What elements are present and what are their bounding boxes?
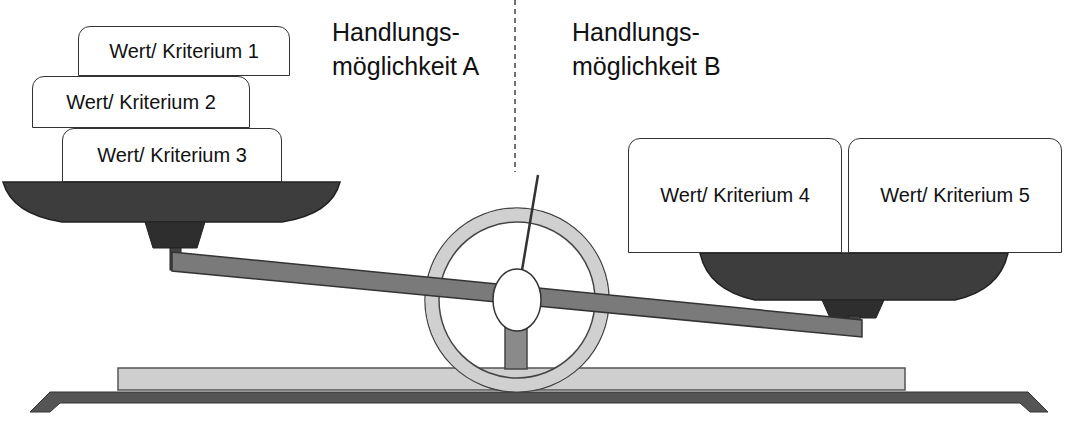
criterion-weight: Wert/ Kriterium 1 [78, 26, 290, 76]
option-label: Handlungs- möglichkeit A [332, 16, 510, 84]
criterion-text: Wert/ Kriterium 5 [880, 184, 1030, 207]
scale-foot [30, 392, 1048, 412]
criterion-weight: Wert/ Kriterium 3 [62, 128, 282, 182]
pan-foot [145, 222, 205, 248]
right-pan [700, 253, 1008, 300]
criterion-weight: Wert/ Kriterium 5 [848, 138, 1062, 253]
criterion-text: Wert/ Kriterium 1 [109, 40, 259, 63]
left-pan [3, 182, 340, 222]
criterion-text: Wert/ Kriterium 3 [97, 144, 247, 167]
criterion-text: Wert/ Kriterium 4 [660, 184, 810, 207]
divider-line [514, 0, 516, 172]
pivot [493, 269, 541, 331]
option-label: Handlungs- möglichkeit B [572, 16, 750, 84]
criterion-weight: Wert/ Kriterium 4 [628, 138, 842, 253]
scale-beam [172, 252, 862, 337]
pan-foot [822, 300, 884, 318]
criterion-text: Wert/ Kriterium 2 [66, 91, 216, 114]
criterion-weight: Wert/ Kriterium 2 [32, 76, 250, 128]
